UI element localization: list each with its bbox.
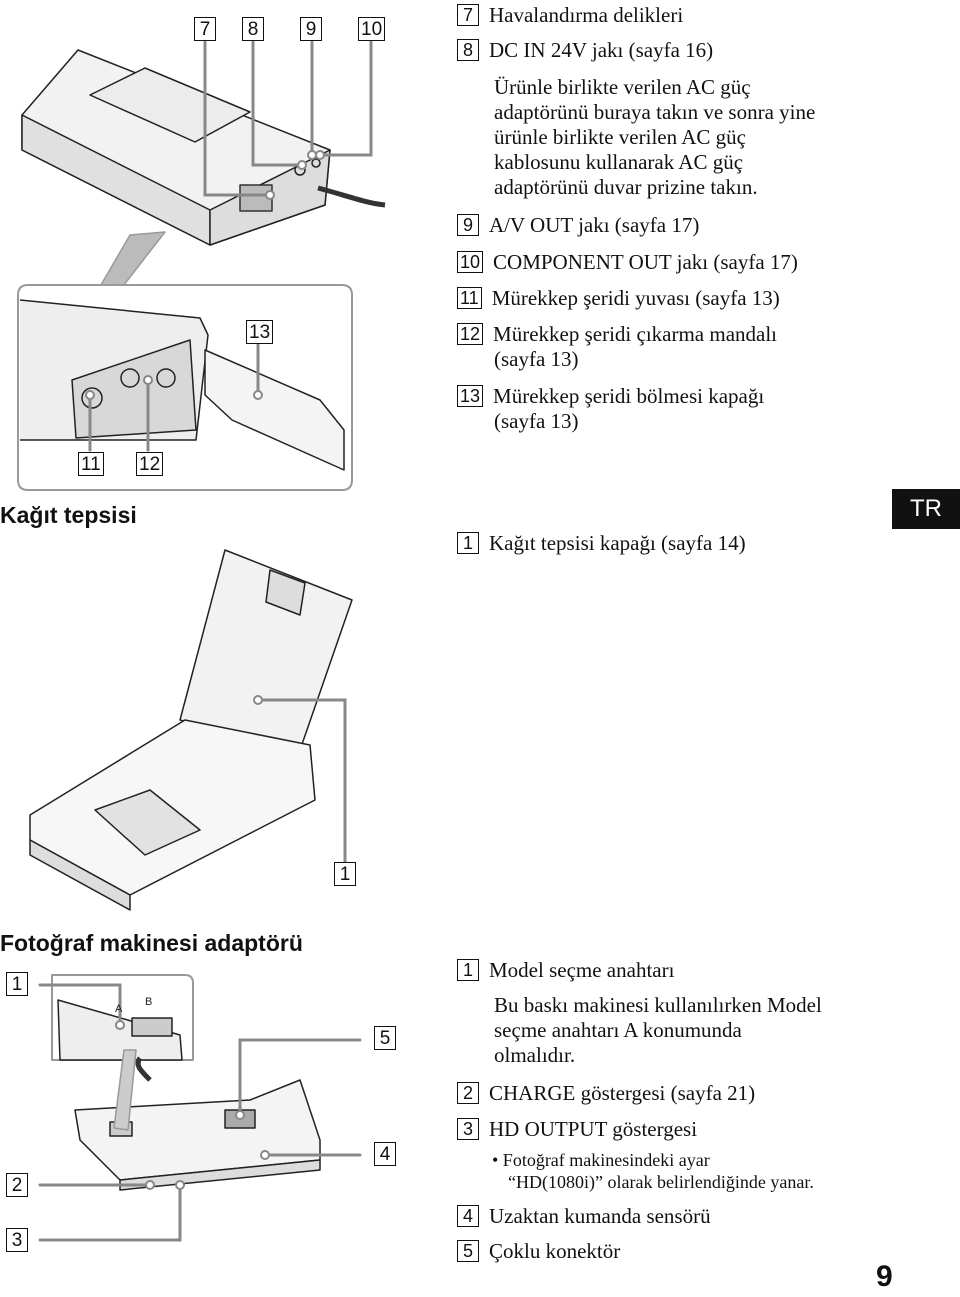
list-item-13: 13 Mürekkep şeridi bölmesi kapağı bbox=[457, 384, 764, 409]
list-item-8: 8 DC IN 24V jakı (sayfa 16) bbox=[457, 38, 713, 63]
callout-adaptor-3: 3 bbox=[6, 1228, 28, 1252]
dc-description-line: adaptörünü duvar prizine takın. bbox=[494, 175, 758, 199]
model-description-line: Bu baskı makinesi kullanılırken Model bbox=[494, 993, 822, 1017]
list-item-10: 10 COMPONENT OUT jakı (sayfa 17) bbox=[457, 250, 798, 275]
camera-adaptor-heading: Fotoğraf makinesi adaptörü bbox=[0, 930, 303, 956]
bullet-note-line: “HD(1080i)” olarak belirlendiğinde yanar… bbox=[508, 1172, 814, 1192]
callout-11: 11 bbox=[78, 452, 104, 476]
list-item-11: 11 Mürekkep şeridi yuvası (sayfa 13) bbox=[457, 286, 780, 311]
adaptor-item-2: 2 CHARGE göstergesi (sayfa 21) bbox=[457, 1081, 755, 1106]
list-item-7: 7 Havalandırma delikleri bbox=[457, 3, 683, 28]
printer-detail-illustration bbox=[17, 284, 353, 491]
adaptor-item-4: 4 Uzaktan kumanda sensörü bbox=[457, 1204, 711, 1229]
dc-description-line: ürünle birlikte verilen AC güç bbox=[494, 125, 746, 149]
callout-adaptor-2: 2 bbox=[6, 1173, 28, 1197]
callout-adaptor-4: 4 bbox=[374, 1142, 396, 1166]
dc-description-line: kablosunu kullanarak AC güç bbox=[494, 150, 744, 174]
switch-label-a: A bbox=[115, 1003, 123, 1015]
callout-13: 13 bbox=[246, 320, 274, 344]
callout-tray-1: 1 bbox=[334, 862, 356, 886]
callout-adaptor-5: 5 bbox=[374, 1026, 396, 1050]
paper-tray-heading: Kağıt tepsisi bbox=[0, 502, 137, 528]
list-item-9: 9 A/V OUT jakı (sayfa 17) bbox=[457, 213, 699, 238]
adaptor-item-5: 5 Çoklu konektör bbox=[457, 1239, 620, 1264]
list-item-12-continuation: (sayfa 13) bbox=[494, 347, 579, 371]
callout-9: 9 bbox=[300, 17, 322, 41]
paper-tray-item-1: 1 Kağıt tepsisi kapağı (sayfa 14) bbox=[457, 531, 746, 556]
camera-adaptor-inset-illustration bbox=[51, 974, 194, 1061]
language-tab: TR bbox=[892, 489, 960, 529]
model-description-line: olmalıdır. bbox=[494, 1043, 576, 1067]
callout-8: 8 bbox=[242, 17, 264, 41]
callout-adaptor-1: 1 bbox=[6, 972, 28, 996]
adaptor-item-3: 3 HD OUTPUT göstergesi bbox=[457, 1117, 697, 1142]
callout-10: 10 bbox=[358, 17, 386, 41]
adaptor-item-1: 1 Model seçme anahtarı bbox=[457, 958, 674, 983]
page-number: 9 bbox=[876, 1260, 893, 1293]
model-description-line: seçme anahtarı A konumunda bbox=[494, 1018, 742, 1042]
paper-tray-illustration bbox=[29, 549, 353, 911]
callout-12: 12 bbox=[136, 452, 164, 476]
list-item-13-continuation: (sayfa 13) bbox=[494, 409, 579, 433]
dc-description-line: Ürünle birlikte verilen AC güç bbox=[494, 75, 751, 99]
bullet-note-line: • Fotoğraf makinesindeki ayar bbox=[492, 1150, 710, 1170]
camera-adaptor-illustration bbox=[74, 1056, 321, 1191]
switch-label-b: B bbox=[145, 996, 152, 1008]
list-item-12: 12 Mürekkep şeridi çıkarma mandalı bbox=[457, 322, 777, 347]
dc-description-line: adaptörünü buraya takın ve sonra yine bbox=[494, 100, 816, 124]
callout-7: 7 bbox=[194, 17, 216, 41]
